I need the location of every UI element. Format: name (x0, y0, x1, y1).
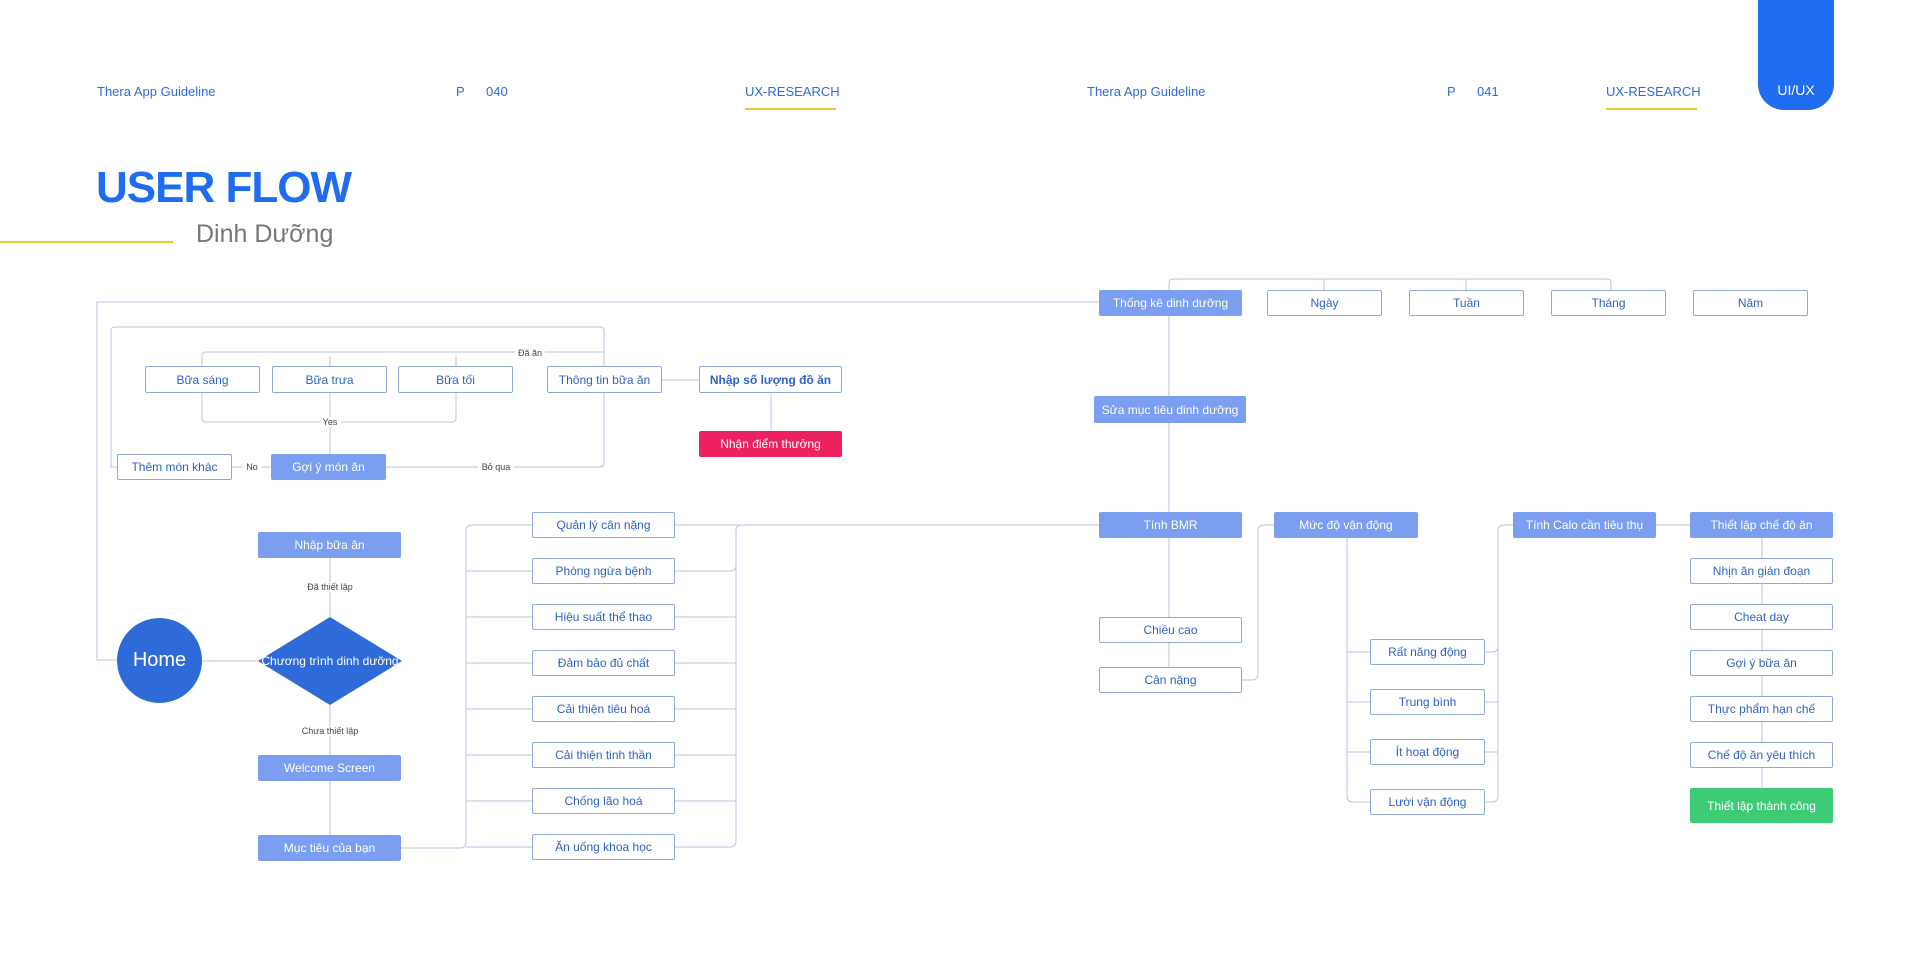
period-month-node[interactable]: Tháng (1551, 290, 1666, 316)
program-decision-shape (258, 617, 402, 705)
your-goal-node[interactable]: Mục tiêu của bạn (258, 835, 401, 861)
height-node[interactable]: Chiều cao (1099, 617, 1242, 643)
enter-amount-node[interactable]: Nhập số lượng đồ ăn (699, 366, 842, 393)
diet-option-5[interactable]: Chế độ ăn yêu thích (1690, 742, 1833, 768)
header-section-left[interactable]: UX-RESEARCH (745, 84, 840, 99)
goal-node-8[interactable]: Ăn uống khoa học (532, 834, 675, 860)
diet-option-1[interactable]: Nhịn ăn gián đoạn (1690, 558, 1833, 584)
goal-node-6[interactable]: Cải thiện tinh thần (532, 742, 675, 768)
reward-node[interactable]: Nhận điểm thưởng (699, 431, 842, 457)
header-page-left: 040 (486, 84, 508, 99)
label-not-set: Chưa thiết lập (298, 726, 362, 736)
goal-node-3[interactable]: Hiệu suất thể thao (532, 604, 675, 630)
header-page-right: 041 (1477, 84, 1499, 99)
meal-info-node[interactable]: Thông tin bữa ăn (547, 366, 662, 393)
label-yes: Yes (319, 417, 341, 427)
edit-goal-node[interactable]: Sửa mục tiêu dinh dưỡng (1094, 396, 1246, 423)
label-no: No (243, 462, 261, 472)
section-underline-right (1606, 108, 1697, 110)
period-day-node[interactable]: Ngày (1267, 290, 1382, 316)
diet-option-2[interactable]: Cheat day (1690, 604, 1833, 630)
goal-node-1[interactable]: Quản lý cân nặng (532, 512, 675, 538)
diet-option-4[interactable]: Thực phẩm hạn chế (1690, 696, 1833, 722)
header-p-right: P (1447, 84, 1456, 99)
welcome-node[interactable]: Welcome Screen (258, 755, 401, 781)
add-dish-node[interactable]: Thêm món khác (117, 454, 232, 480)
bmr-node[interactable]: Tính BMR (1099, 512, 1242, 538)
goal-node-4[interactable]: Đảm bảo đủ chất (532, 650, 675, 676)
subtitle-accent-line (0, 241, 173, 243)
uiux-tab[interactable]: UI/UX (1758, 0, 1834, 110)
diet-setup-node[interactable]: Thiết lập chế độ ăn (1690, 512, 1833, 538)
lunch-node[interactable]: Bữa trưa (272, 366, 387, 393)
goal-node-5[interactable]: Cải thiện tiêu hoá (532, 696, 675, 722)
page-subtitle: Dinh Dưỡng (196, 220, 334, 248)
section-underline-left (745, 108, 836, 110)
activity-level-3[interactable]: Ít hoạt động (1370, 739, 1485, 765)
diet-option-3[interactable]: Gợi ý bữa ăn (1690, 650, 1833, 676)
page-title: USER FLOW (96, 163, 352, 212)
header-app-name-right: Thera App Guideline (1087, 84, 1206, 99)
header-p-left: P (456, 84, 465, 99)
goal-node-7[interactable]: Chống lão hoá (532, 788, 675, 814)
home-node[interactable]: Home (117, 618, 202, 703)
suggest-dish-node[interactable]: Gợi ý món ăn (271, 454, 386, 480)
activity-level-2[interactable]: Trung bình (1370, 689, 1485, 715)
header-app-name-left: Thera App Guideline (97, 84, 216, 99)
activity-level-4[interactable]: Lười vận động (1370, 789, 1485, 815)
header-section-right[interactable]: UX-RESEARCH (1606, 84, 1701, 99)
stats-node[interactable]: Thống kê dinh dưỡng (1099, 290, 1242, 316)
goal-node-2[interactable]: Phòng ngừa bệnh (532, 558, 675, 584)
period-week-node[interactable]: Tuần (1409, 290, 1524, 316)
breakfast-node[interactable]: Bữa sáng (145, 366, 260, 393)
success-node[interactable]: Thiết lập thành công (1690, 788, 1833, 823)
period-year-node[interactable]: Năm (1693, 290, 1808, 316)
label-skip: Bỏ qua (478, 462, 514, 472)
enter-meal-node[interactable]: Nhập bữa ăn (258, 532, 401, 558)
program-decision-label[interactable]: Chương trình dinh dưỡng (261, 654, 399, 668)
activity-node[interactable]: Mức độ vận động (1274, 512, 1418, 538)
label-set: Đã thiết lập (304, 582, 356, 592)
activity-level-1[interactable]: Rất năng động (1370, 639, 1485, 665)
label-eaten: Đã ăn (514, 348, 546, 358)
dinner-node[interactable]: Bữa tối (398, 366, 513, 393)
calo-node[interactable]: Tính Calo cần tiêu thụ (1513, 512, 1656, 538)
weight-node[interactable]: Cân nặng (1099, 667, 1242, 693)
